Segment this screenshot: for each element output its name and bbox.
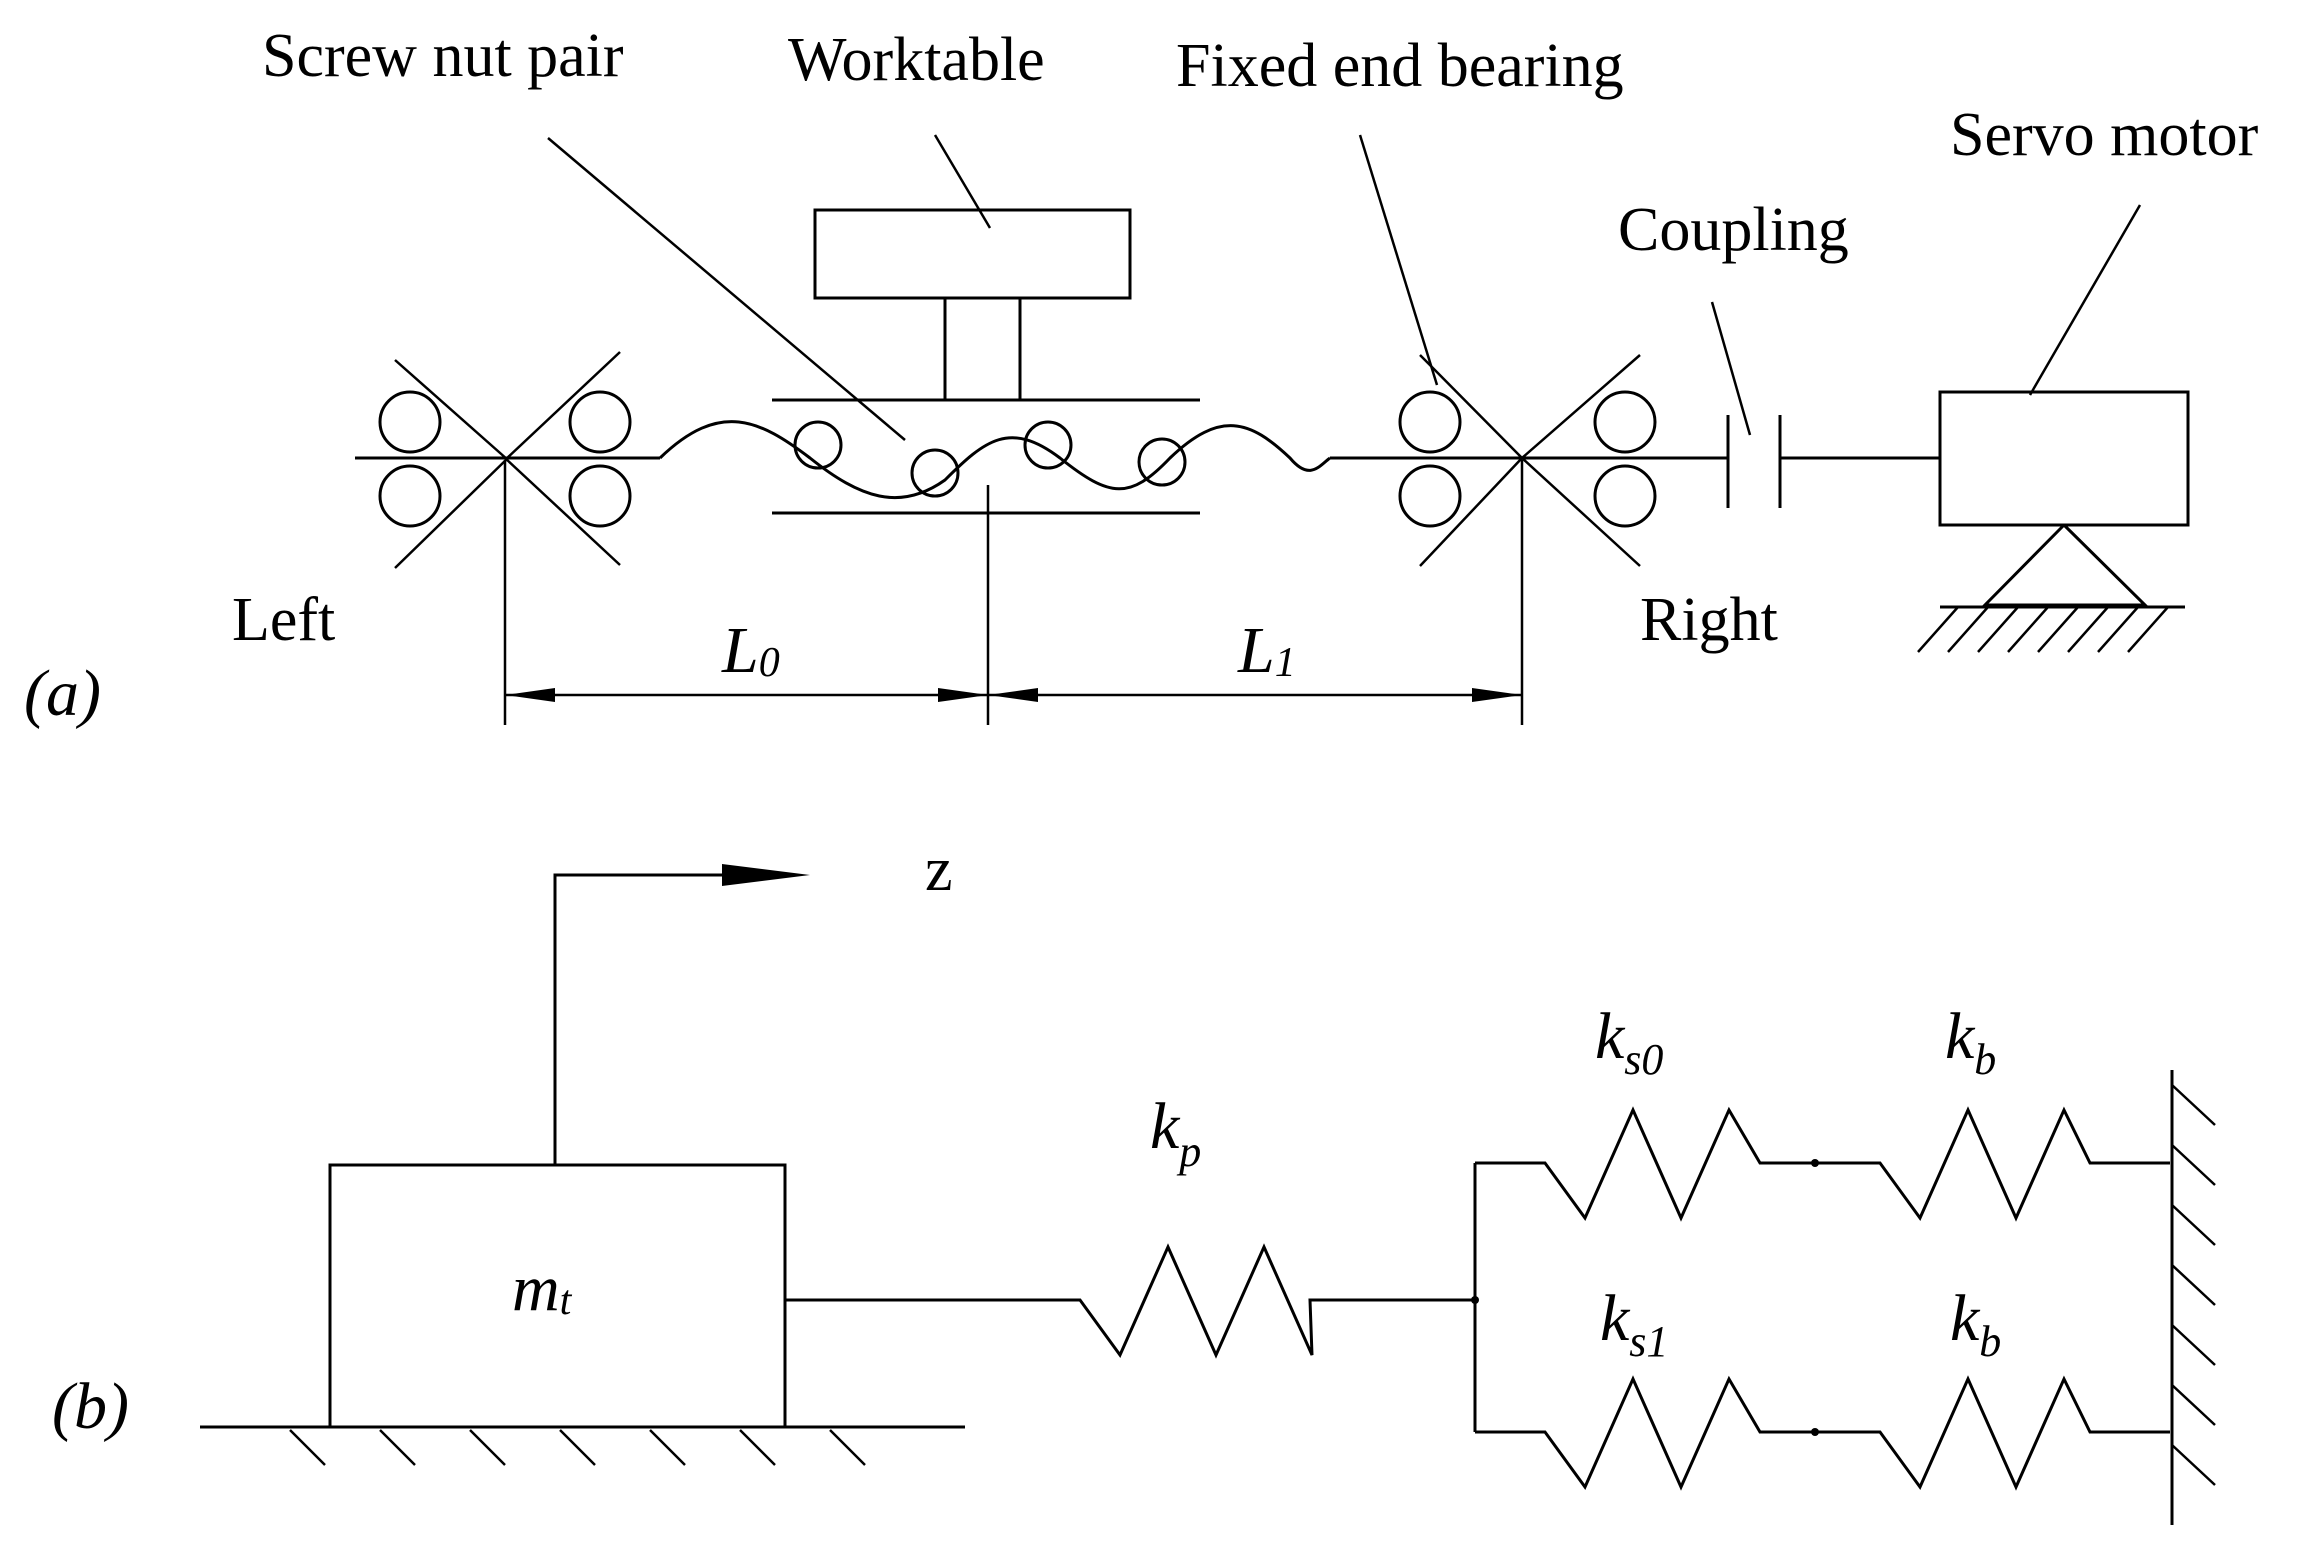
leader-worktable bbox=[933, 134, 992, 229]
label-fixed-end-bearing: Fixed end bearing bbox=[1176, 32, 1624, 100]
z-indicator-line bbox=[553, 873, 740, 1165]
spring-ks0 bbox=[1475, 1106, 1815, 1222]
panel-label-a: (a) bbox=[24, 657, 101, 730]
spring-kb-bottom bbox=[1815, 1375, 2170, 1491]
label-kp: kp bbox=[1150, 1090, 1201, 1176]
label-right: Right bbox=[1640, 586, 1778, 654]
nut-ball bbox=[1023, 420, 1073, 470]
leader-servo-motor bbox=[2028, 204, 2142, 396]
worktable-block bbox=[813, 208, 1132, 300]
node-bottom bbox=[1811, 1428, 1819, 1436]
spring-kb-top bbox=[1815, 1106, 2170, 1222]
nut-ball bbox=[793, 420, 843, 470]
spring-ks1 bbox=[1475, 1375, 1815, 1491]
label-coupling: Coupling bbox=[1618, 196, 1849, 264]
label-kb-top: kb bbox=[1945, 1000, 1996, 1084]
nut-ball bbox=[910, 448, 960, 498]
nut-ball bbox=[1137, 437, 1187, 487]
dim-arrow-L1-end bbox=[1472, 688, 1522, 702]
label-screw-nut-pair: Screw nut pair bbox=[262, 22, 624, 90]
mass-ground-hatch bbox=[289, 1429, 866, 1466]
wall-hatch bbox=[2171, 1084, 2216, 1486]
servo-motor-block bbox=[1938, 390, 2190, 527]
label-ks0: ks0 bbox=[1595, 1000, 1663, 1084]
left-bearing bbox=[378, 351, 632, 569]
motor-ground-hatch bbox=[1917, 606, 2169, 653]
label-kb-bottom: kb bbox=[1950, 1282, 2001, 1366]
label-servo-motor: Servo motor bbox=[1950, 101, 2259, 169]
fixed-end-bearing bbox=[1398, 354, 1657, 567]
dim-arrow-L0-start bbox=[505, 688, 555, 702]
label-z: z bbox=[925, 836, 953, 904]
z-arrow bbox=[722, 864, 810, 886]
node-junction bbox=[1471, 1296, 1479, 1304]
panel-label-b: (b) bbox=[52, 1370, 129, 1443]
dim-arrow-L1-start bbox=[988, 688, 1038, 702]
label-worktable: Worktable bbox=[788, 26, 1045, 94]
spring-kp bbox=[785, 1243, 1475, 1359]
part-a: Screw nut pair Worktable Fixed end beari… bbox=[24, 22, 2259, 730]
dim-arrow-L0-end bbox=[938, 688, 988, 702]
node-top bbox=[1811, 1159, 1819, 1167]
leader-screw-nut-pair bbox=[547, 137, 906, 441]
leader-fixed-end-bearing bbox=[1358, 134, 1439, 386]
screw-thread bbox=[658, 420, 1331, 500]
leader-coupling bbox=[1710, 301, 1752, 436]
motor-support bbox=[1981, 523, 2149, 607]
part-b: (b) z mt kp ks0 kb ks1 bbox=[52, 836, 2216, 1525]
label-mass: mt bbox=[512, 1252, 573, 1325]
label-left: Left bbox=[232, 586, 335, 654]
label-L0: L0 bbox=[721, 614, 780, 687]
label-ks1: ks1 bbox=[1600, 1282, 1668, 1366]
label-L1: L1 bbox=[1237, 614, 1296, 687]
